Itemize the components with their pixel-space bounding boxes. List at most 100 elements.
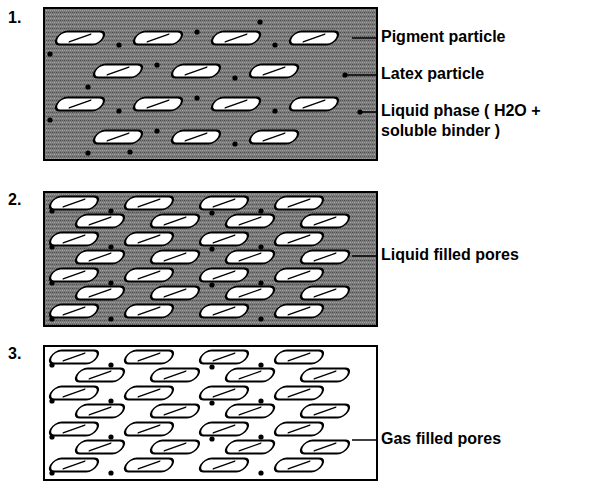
- pigment-particle: [73, 287, 127, 300]
- pigment-particle: [223, 287, 277, 300]
- pigment-particle: [298, 441, 352, 454]
- latex-particle: [49, 280, 54, 285]
- consolidated-coating-panel: [44, 192, 377, 326]
- pigment-particle: [197, 387, 251, 400]
- pigment-particle: [209, 98, 263, 111]
- pigment-particle: [73, 441, 127, 454]
- pigment-particle: [73, 251, 127, 264]
- pigment-particle: [148, 251, 202, 264]
- pigment-particle: [122, 305, 176, 318]
- pigment-particle: [47, 423, 101, 436]
- pigment-particle: [131, 32, 185, 45]
- pigment-label: Pigment particle: [381, 27, 505, 47]
- latex-particle: [108, 434, 113, 439]
- latex-particle: [116, 108, 121, 113]
- pigment-particle: [47, 459, 101, 472]
- pigment-particle: [197, 423, 251, 436]
- latex-particle: [49, 434, 54, 439]
- pigment-particle: [148, 441, 202, 454]
- latex-particle: [194, 29, 199, 34]
- wet-coating-panel: [44, 8, 377, 160]
- pigment-particle: [148, 215, 202, 228]
- pigment-particle: [298, 369, 352, 382]
- pigment-particle: [197, 305, 251, 318]
- pigment-particle: [169, 65, 223, 78]
- latex-particle: [85, 84, 90, 89]
- pigment-particle: [47, 233, 101, 246]
- latex-particle: [258, 398, 263, 403]
- pigment-particle: [73, 405, 127, 418]
- latex-particle: [258, 362, 263, 367]
- pigment-particle: [148, 369, 202, 382]
- latex-particle: [258, 470, 263, 475]
- particles: [47, 19, 362, 475]
- pigment-particle: [53, 98, 107, 111]
- pigment-particle: [73, 369, 127, 382]
- panel-number: 3.: [8, 344, 21, 364]
- latex-particle: [108, 362, 113, 367]
- latex-particle: [258, 316, 263, 321]
- latex-particle: [257, 19, 262, 24]
- latex-particle: [272, 42, 277, 47]
- latex-particle: [127, 149, 132, 154]
- pigment-particle: [247, 65, 301, 78]
- latex-particle: [209, 364, 214, 369]
- latex-particle: [49, 316, 54, 321]
- pigment-particle: [47, 351, 101, 364]
- leader-line: [360, 111, 377, 113]
- pigment-particle: [272, 423, 326, 436]
- pores-label: Liquid filled pores: [381, 245, 519, 265]
- latex-particle: [258, 208, 263, 213]
- latex-particle: [49, 362, 54, 367]
- pigment-particle: [53, 32, 107, 45]
- pigment-particle: [272, 233, 326, 246]
- pigment-particle: [91, 65, 145, 78]
- latex-particle: [209, 282, 214, 287]
- latex-particle: [272, 108, 277, 113]
- panel-number: 1.: [8, 8, 21, 28]
- leader-line: [352, 37, 377, 39]
- latex-particle: [85, 150, 90, 155]
- pigment-particle: [287, 32, 341, 45]
- leader-line: [352, 255, 377, 257]
- pigment-particle: [298, 287, 352, 300]
- latex-particle: [108, 470, 113, 475]
- latex-label: Latex particle: [381, 64, 484, 84]
- pores-label: Gas filled pores: [381, 429, 501, 449]
- pigment-particle: [131, 98, 185, 111]
- pigment-particle: [122, 423, 176, 436]
- pigment-particle: [122, 459, 176, 472]
- pigment-particle: [47, 305, 101, 318]
- pigment-particle: [197, 459, 251, 472]
- pigment-particle: [197, 269, 251, 282]
- leader-lines: [345, 38, 377, 440]
- latex-particle: [108, 280, 113, 285]
- pigment-particle: [298, 405, 352, 418]
- latex-particle: [108, 316, 113, 321]
- pigment-particle: [272, 197, 326, 210]
- pigment-particle: [122, 351, 176, 364]
- leader-line: [352, 439, 377, 441]
- latex-particle: [108, 208, 113, 213]
- latex-particle: [47, 51, 52, 56]
- latex-particle: [232, 75, 237, 80]
- pigment-particle: [223, 251, 277, 264]
- latex-particle: [209, 400, 214, 405]
- pigment-particle: [223, 405, 277, 418]
- pigment-particle: [272, 351, 326, 364]
- latex-particle: [49, 470, 54, 475]
- latex-particle: [194, 95, 199, 100]
- pigment-particle: [122, 269, 176, 282]
- pigment-particle: [148, 405, 202, 418]
- latex-particle: [209, 246, 214, 251]
- pigment-particle: [91, 131, 145, 144]
- pigment-particle: [272, 305, 326, 318]
- pigment-particle: [247, 131, 301, 144]
- pigment-particle: [47, 269, 101, 282]
- pigment-particle: [272, 387, 326, 400]
- latex-particle: [232, 141, 237, 146]
- pigment-particle: [298, 215, 352, 228]
- pigment-particle: [47, 387, 101, 400]
- pigment-particle: [298, 251, 352, 264]
